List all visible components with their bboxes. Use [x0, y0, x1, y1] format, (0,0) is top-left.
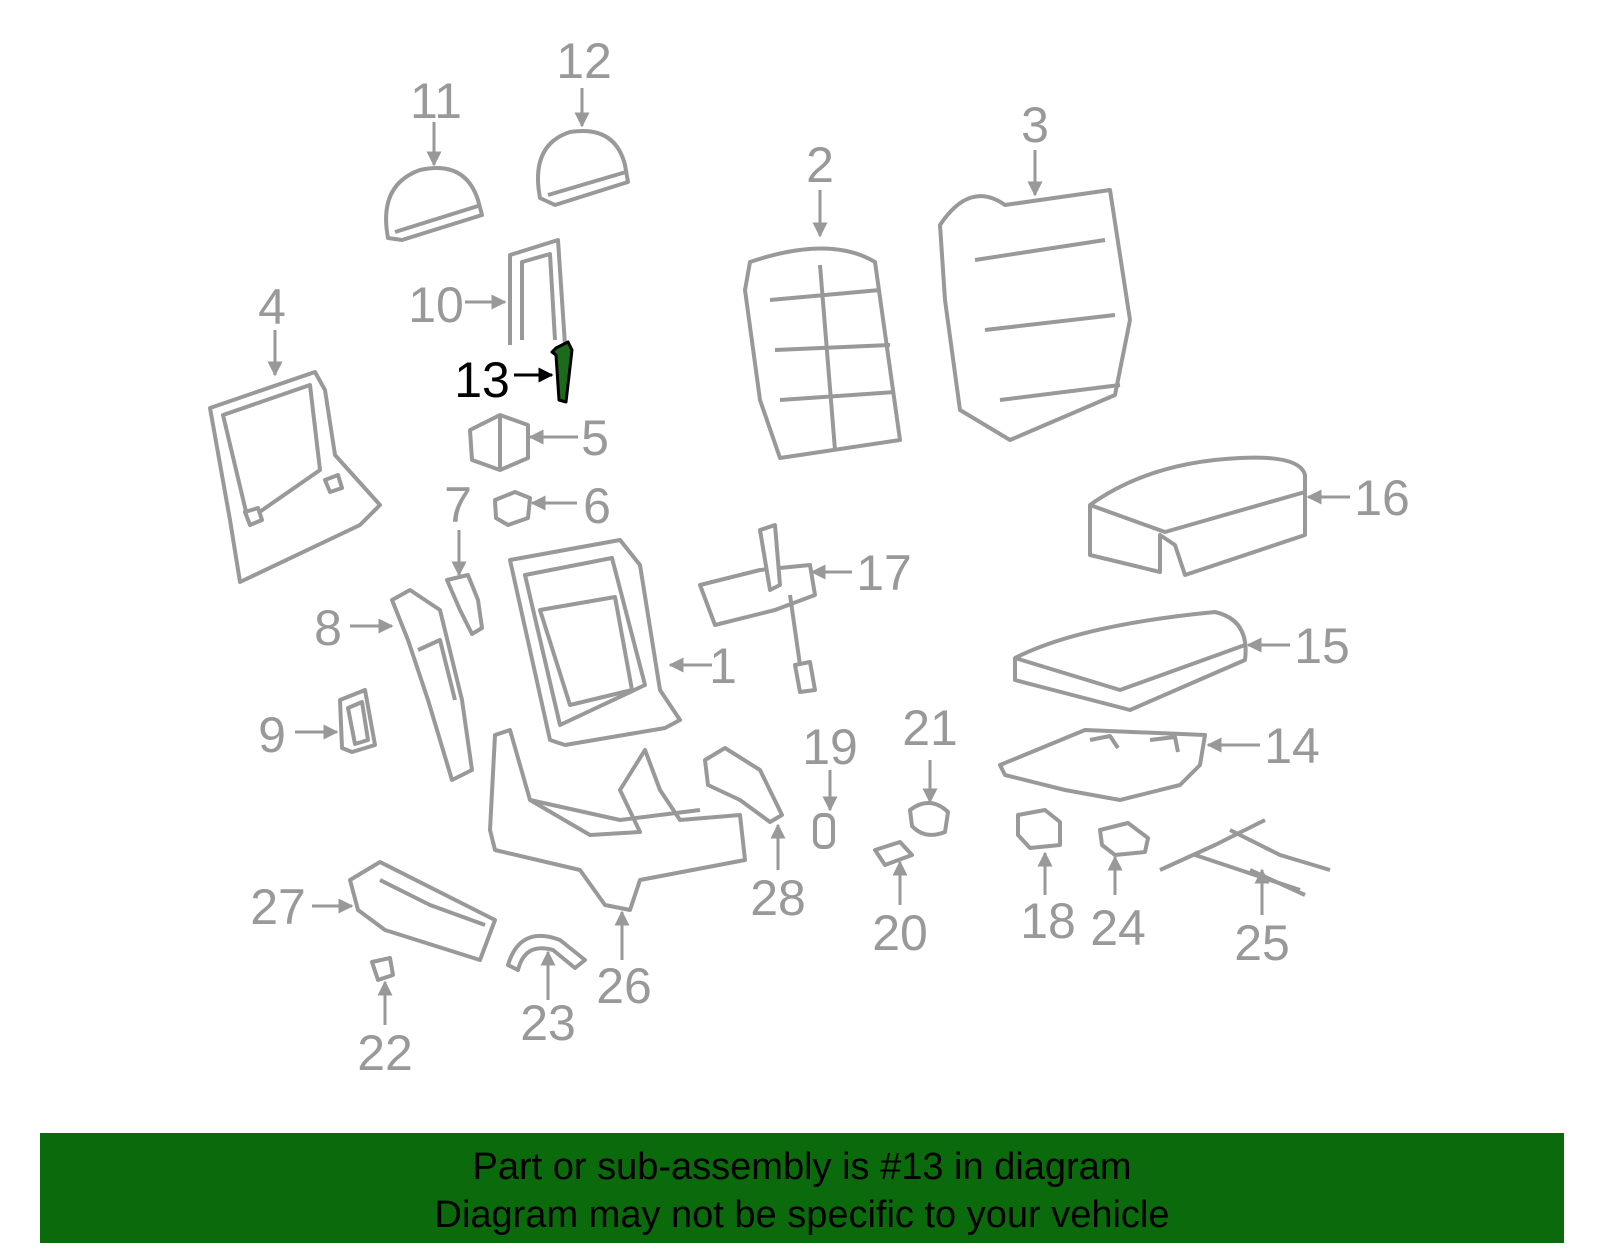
part-2-seatback-cushion: [743, 246, 902, 460]
part-19-clip: [813, 813, 835, 849]
callout-1: 1: [709, 638, 737, 694]
callout-13-highlighted: 13: [454, 352, 510, 408]
part-18-module: [1016, 808, 1062, 850]
callout-20: 20: [872, 905, 928, 961]
part-3-seatback-cover: [938, 188, 1132, 442]
callout-8: 8: [314, 600, 342, 656]
part-9-bezel: [338, 688, 377, 754]
part-7-cover: [445, 573, 484, 636]
callout-11: 11: [410, 73, 462, 129]
part-20-clip: [873, 840, 914, 867]
part-10-headrest-frame: [508, 238, 567, 346]
callout-25: 25: [1234, 915, 1290, 971]
callout-18: 18: [1020, 893, 1076, 949]
part-5-guide-bracket: [468, 413, 530, 472]
part-21-knob: [908, 801, 950, 837]
callout-4: 4: [258, 279, 286, 335]
part-12-headrest: [536, 129, 630, 207]
callout-16: 16: [1354, 470, 1410, 526]
callout-23: 23: [520, 995, 576, 1051]
callout-14: 14: [1264, 718, 1320, 774]
part-8-side-trim: [390, 588, 474, 782]
callout-22: 22: [357, 1025, 413, 1081]
part-15-cushion-pad: [1013, 610, 1248, 712]
callout-10: 10: [408, 277, 464, 333]
callout-12: 12: [556, 33, 612, 89]
callout-21: 21: [902, 700, 958, 756]
part-24-bracket: [1098, 821, 1150, 857]
callout-9: 9: [258, 707, 286, 763]
part-13-headrest-guide: [550, 340, 574, 404]
part-6-clip: [493, 490, 532, 527]
callout-2: 2: [806, 137, 834, 193]
part-28-bracket: [703, 746, 784, 824]
part-26-seat-base: [488, 728, 747, 912]
callout-15: 15: [1294, 618, 1350, 674]
callout-6: 6: [583, 478, 611, 534]
callout-5: 5: [581, 410, 609, 466]
banner-line-2: Diagram may not be specific to your vehi…: [434, 1194, 1170, 1236]
exploded-seat-diagram: 11 12 2 3 4 10 5 6 7 8 9 1 17 16 15 14 1…: [208, 33, 1410, 1081]
callout-27: 27: [250, 879, 306, 935]
part-16-cushion-cover: [1088, 455, 1307, 577]
banner-line-1: Part or sub-assembly is #13 in diagram: [472, 1146, 1132, 1188]
part-23-trim: [506, 934, 587, 972]
callout-24: 24: [1090, 900, 1146, 956]
part-1-seatback-frame: [508, 538, 682, 747]
part-4-back-panel: [208, 370, 382, 584]
callout-19: 19: [802, 719, 858, 775]
part-11-headrest: [384, 166, 484, 242]
part-27-side-shield: [348, 860, 497, 962]
callout-3: 3: [1021, 97, 1049, 153]
part-22-cap: [370, 956, 395, 982]
callout-7: 7: [444, 477, 472, 533]
part-25-wire-harness: [1159, 818, 1331, 897]
callout-17: 17: [856, 545, 912, 601]
info-banner: Part or sub-assembly is #13 in diagram D…: [40, 1133, 1564, 1243]
part-14-seat-pan: [998, 728, 1207, 802]
callout-28: 28: [750, 870, 806, 926]
callout-26: 26: [596, 958, 652, 1014]
part-17-lumbar-support: [698, 523, 817, 694]
